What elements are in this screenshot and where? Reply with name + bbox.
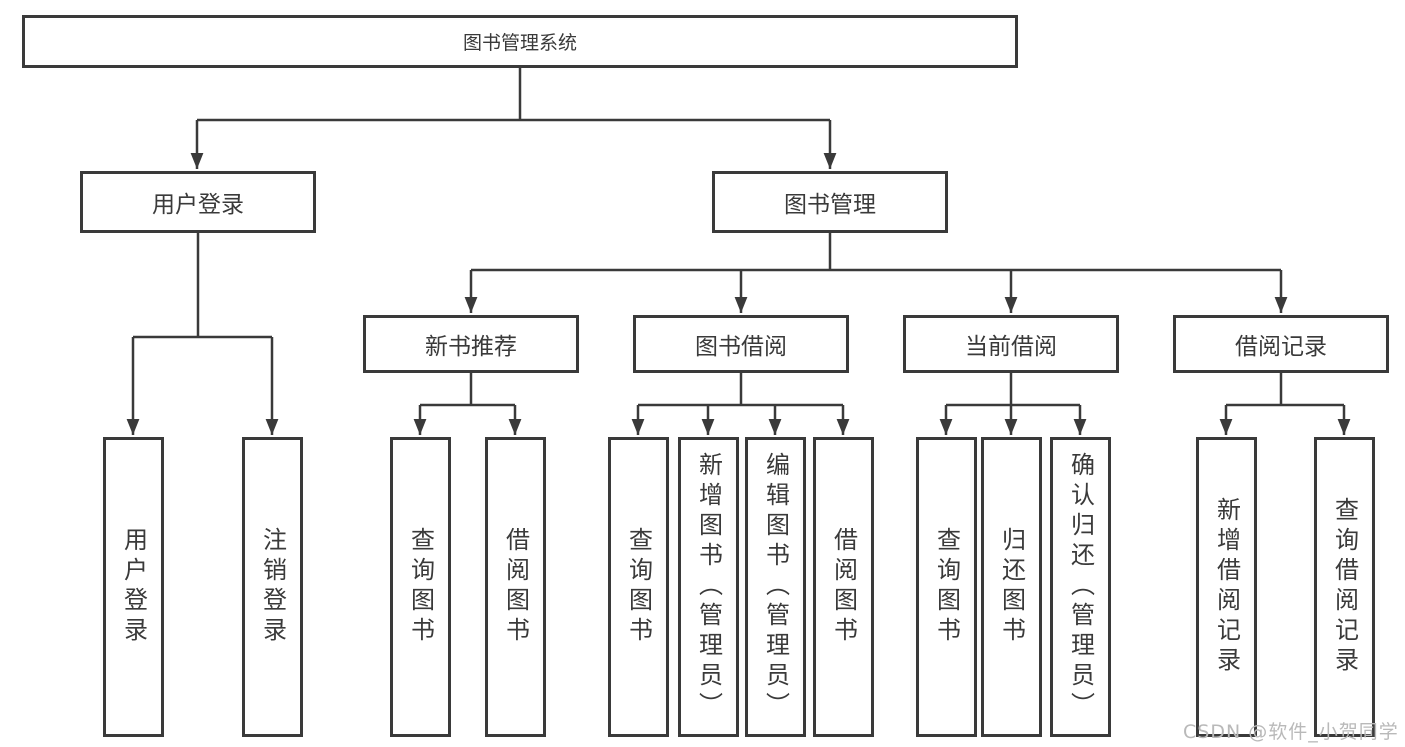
node-book-borrow: 图书借阅: [633, 315, 849, 373]
leaf-borrow-books: 借阅图书: [485, 437, 546, 737]
node-label: 新书推荐: [425, 334, 517, 360]
node-borrow-records: 借阅记录: [1173, 315, 1389, 373]
leaf-label: 查询借阅记录: [1330, 497, 1359, 677]
leaf-borrow-books: 借阅图书: [813, 437, 874, 737]
csdn-watermark: CSDN @软件_小贺同学: [1183, 721, 1399, 743]
leaf-label: 借阅图书: [501, 527, 530, 647]
node-book-management: 图书管理: [712, 171, 948, 233]
leaf-query-books: 查询图书: [390, 437, 451, 737]
leaf-query-books: 查询图书: [916, 437, 977, 737]
node-label: 用户登录: [152, 192, 244, 218]
leaf-add-borrow-record: 新增借阅记录: [1196, 437, 1257, 737]
leaf-query-books: 查询图书: [608, 437, 669, 737]
leaf-label: 查询图书: [932, 527, 961, 647]
leaf-query-borrow-record: 查询借阅记录: [1314, 437, 1375, 737]
leaf-label: 确认归还（管理员）: [1066, 452, 1095, 722]
leaf-label: 查询图书: [406, 527, 435, 647]
leaf-label: 归还图书: [997, 527, 1026, 647]
node-label: 当前借阅: [965, 334, 1057, 360]
leaf-confirm-return-admin: 确认归还（管理员）: [1050, 437, 1111, 737]
leaf-label: 新增图书（管理员）: [694, 452, 723, 722]
leaf-edit-book-admin: 编辑图书（管理员）: [745, 437, 806, 737]
leaf-label: 新增借阅记录: [1212, 497, 1241, 677]
node-new-book-recommend: 新书推荐: [363, 315, 579, 373]
leaf-label: 编辑图书（管理员）: [761, 452, 790, 722]
node-root-system: 图书管理系统: [22, 15, 1018, 68]
leaf-label: 查询图书: [624, 527, 653, 647]
leaf-return-books: 归还图书: [981, 437, 1042, 737]
leaf-add-book-admin: 新增图书（管理员）: [678, 437, 739, 737]
leaf-label: 用户登录: [119, 527, 148, 647]
leaf-logout: 注销登录: [242, 437, 303, 737]
node-label: 图书管理系统: [462, 32, 577, 54]
leaf-user-login: 用户登录: [103, 437, 164, 737]
node-label: 图书管理: [784, 192, 876, 218]
node-current-borrow: 当前借阅: [903, 315, 1119, 373]
leaf-label: 注销登录: [258, 527, 287, 647]
node-user-login: 用户登录: [80, 171, 316, 233]
node-label: 借阅记录: [1235, 334, 1327, 360]
leaf-label: 借阅图书: [829, 527, 858, 647]
node-label: 图书借阅: [695, 334, 787, 360]
